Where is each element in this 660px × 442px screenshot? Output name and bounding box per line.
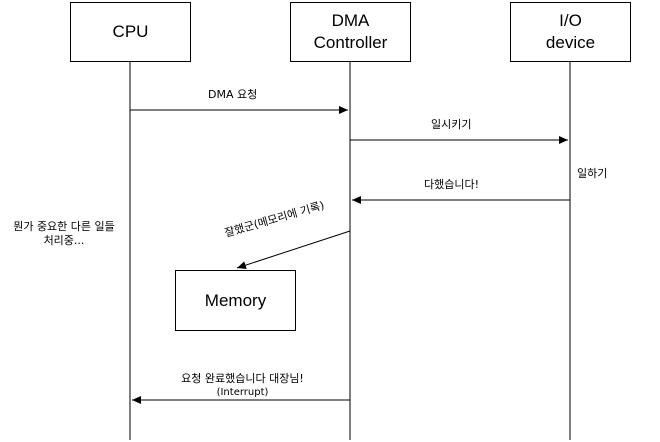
memory-write-arrow: [236, 230, 351, 270]
io-label-line1: I/O: [559, 11, 582, 30]
dma-controller-box: DMA Controller: [290, 2, 411, 62]
io-label-line2: device: [545, 33, 596, 52]
memory-box: Memory: [175, 270, 296, 331]
io-device-box: I/O device: [510, 2, 631, 62]
dma-request-label: DMA 요청: [208, 88, 258, 101]
done-label: 다했습니다!: [424, 178, 480, 191]
do-work-label: 일시키기: [431, 118, 472, 131]
io-working-label: 일하기: [577, 167, 608, 180]
complete-line1: 요청 완료했습니다 대장님!: [181, 372, 304, 385]
cpu-busy-line2: 처리중...: [43, 234, 85, 247]
interrupt-note: 요청 완료했습니다 대장님! (Interrupt): [160, 372, 325, 400]
dma-label-line1: DMA: [331, 11, 370, 30]
cpu-label: CPU: [112, 22, 149, 41]
cpu-busy-line1: 뭔가 중요한 다른 일들: [13, 220, 115, 233]
memory-label: Memory: [204, 290, 267, 310]
cpu-box: CPU: [70, 2, 191, 62]
dma-label-line2: Controller: [313, 33, 388, 52]
cpu-busy-note: 뭔가 중요한 다른 일들 처리중...: [4, 220, 124, 248]
complete-line2: (Interrupt): [216, 387, 269, 398]
